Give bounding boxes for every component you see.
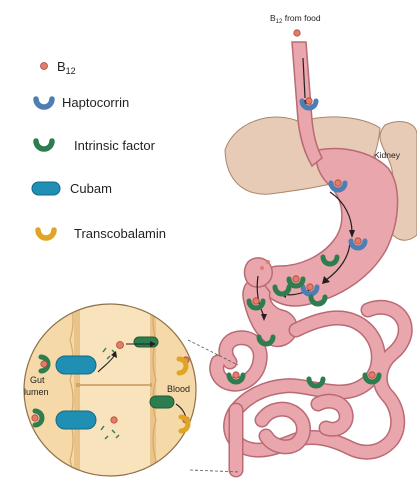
magnified-enterocyte-view: Gut lumen Blood	[20, 300, 216, 481]
source-label: B12 from food	[270, 13, 321, 25]
small-intestine	[217, 307, 405, 470]
blood-label: Blood	[167, 384, 190, 394]
haptocorrin-icon	[36, 99, 52, 107]
legend-haptocorrin-label: Haptocorrin	[62, 95, 129, 110]
legend-item-cubam: Cubam	[32, 181, 112, 196]
intrinsic-factor-icon	[36, 141, 52, 149]
gut-lumen-label-line2: lumen	[24, 387, 49, 397]
legend-transcobalamin-label: Transcobalamin	[74, 226, 166, 241]
legend-item-b12: B12	[41, 59, 76, 76]
legend-cubam-label: Cubam	[70, 181, 112, 196]
cubam-icon	[32, 182, 60, 195]
legend-b12-label: B12	[57, 59, 76, 76]
legend-item-transcobalamin: Transcobalamin	[38, 226, 166, 241]
legend-item-intrinsic-factor: Intrinsic factor	[36, 138, 156, 153]
gut-lumen-label-line1: Gut	[30, 375, 45, 385]
b12-molecule-icon	[41, 63, 48, 70]
legend-intrinsic-factor-label: Intrinsic factor	[74, 138, 156, 153]
legend-item-haptocorrin: Haptocorrin	[36, 95, 129, 110]
kidney-label: Kidney	[374, 150, 401, 160]
transcobalamin-icon	[38, 230, 54, 238]
legend: B12 Haptocorrin Intrinsic factor Cubam T…	[32, 59, 166, 241]
